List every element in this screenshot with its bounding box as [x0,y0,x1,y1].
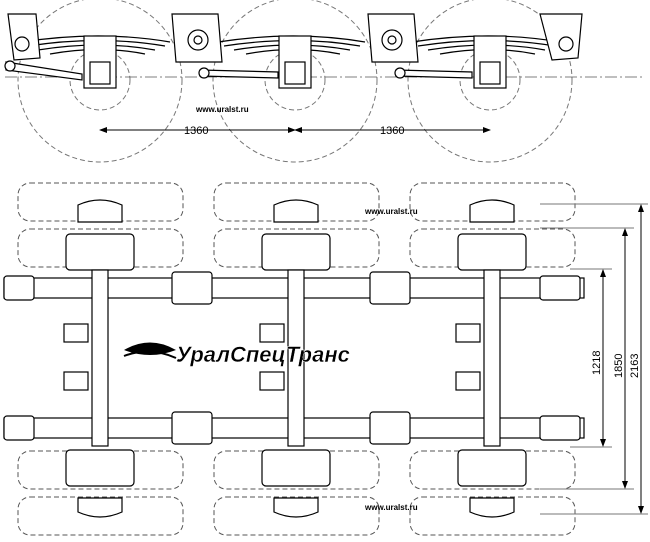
width-dimensions [540,203,648,515]
axle-seats [83,35,507,89]
axle-crossmembers [63,269,501,447]
website-top: www.uralst.ru [364,207,418,216]
top-view: УралСпецТранс www.uralst.ru www.uralst.r… [3,182,648,536]
reaction-rods [4,60,473,81]
website-bottom: www.uralst.ru [364,503,418,512]
wheel-outline-3 [407,0,573,163]
dim-label-outer: 2163 [629,354,641,378]
company-logo: УралСпецТранс [123,342,350,367]
wheel-outline-2 [212,0,378,163]
dim-label-middle: 1850 [613,354,625,378]
logo-text: УралСпецТранс [176,342,350,367]
side-view: www.uralst.ru 1360 1360 [4,0,645,163]
wheel-hubs [65,199,527,518]
website-side: www.uralst.ru [195,105,249,114]
dim-label-inner: 1218 [591,351,603,375]
spacing-label-2: 1360 [380,125,404,137]
spring-brackets [7,13,583,63]
spacing-label-1: 1360 [184,125,208,137]
wheel-outline-1 [17,0,183,163]
